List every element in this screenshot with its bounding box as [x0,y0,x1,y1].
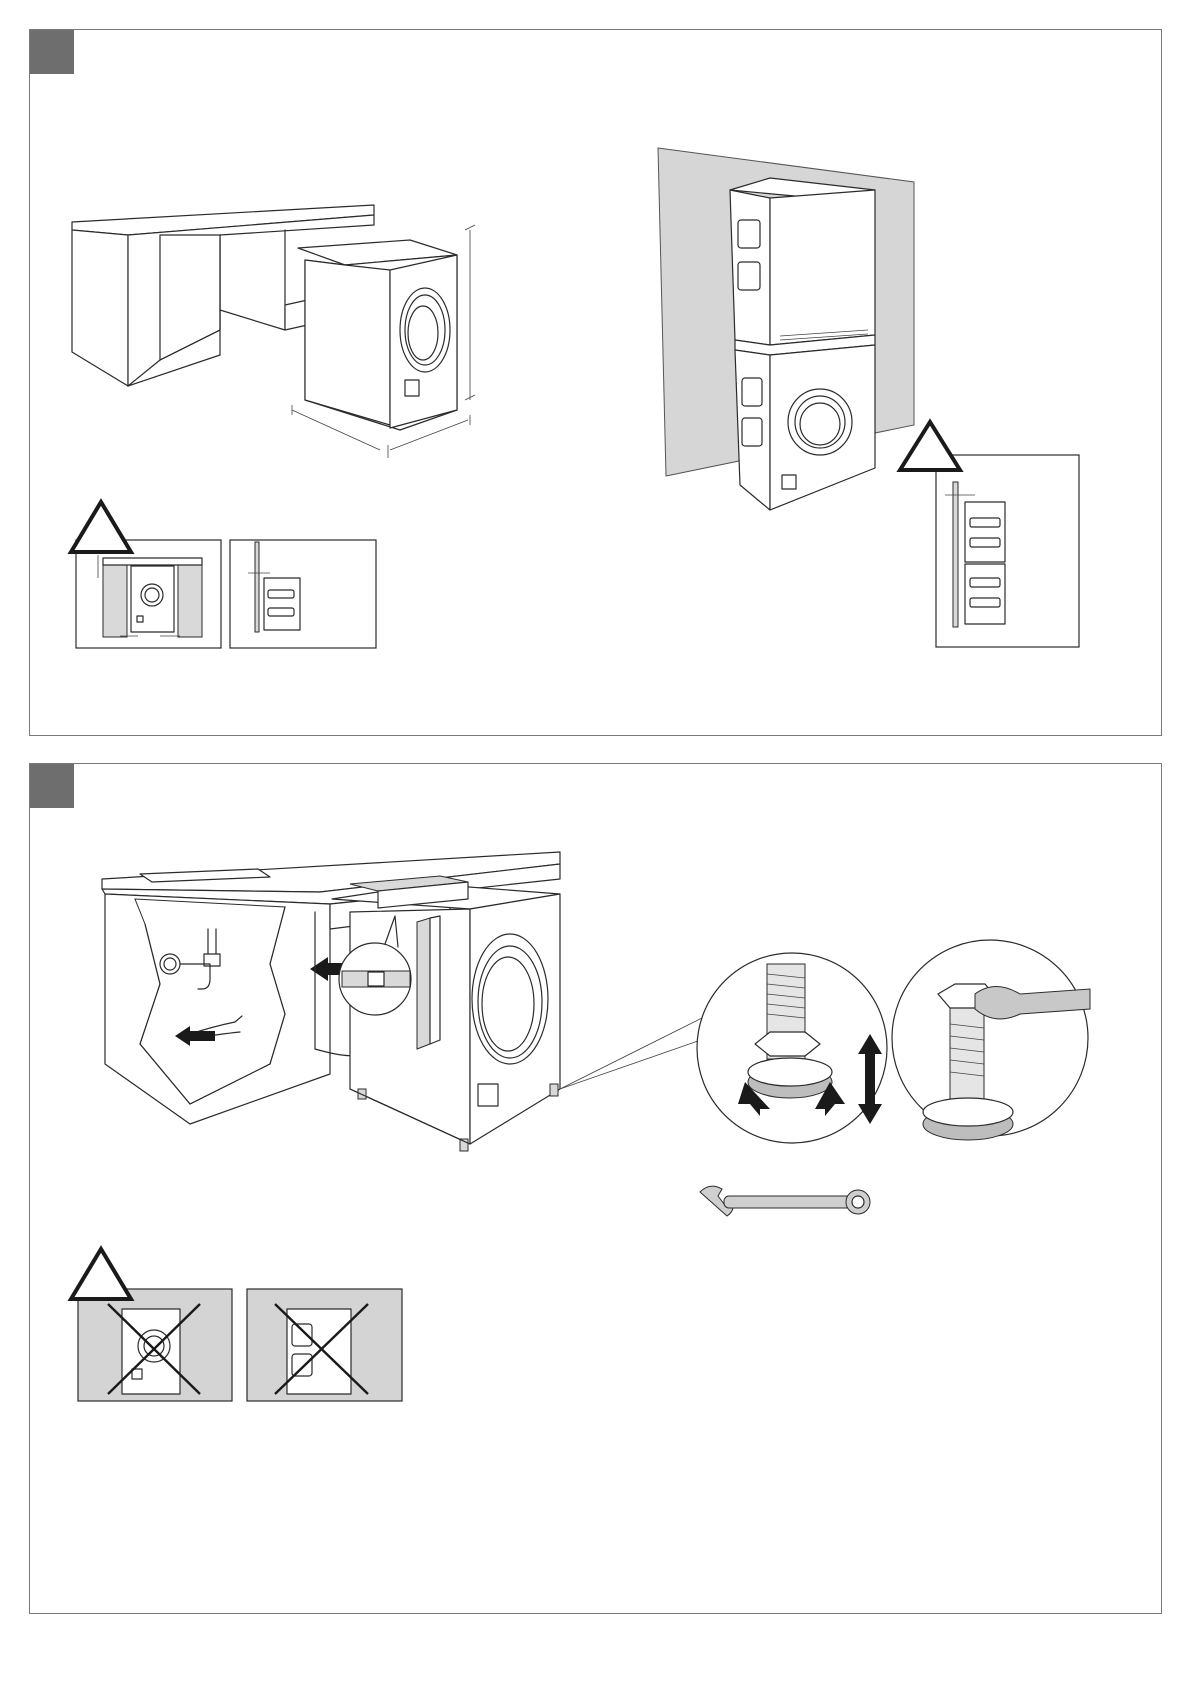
push-under-counter-with-level [102,852,560,1151]
installation-illustrations [30,764,1163,1615]
warning-triangle-icon [900,422,960,470]
warning-triangle-icon [71,1249,131,1299]
clearance-warning-stacked [936,455,1079,647]
clearance-warning-under-counter [76,540,221,648]
washer-beside-cabinet [292,225,475,458]
stacked-dryer-on-washer [658,148,914,510]
placement-illustrations [30,30,1163,737]
warning-triangle-icon [71,502,131,552]
wrench-icon [700,1186,870,1216]
installation-panel [29,763,1162,1614]
clearance-warning-beside-wall [230,540,376,648]
wrench-on-foot-detail [892,940,1090,1140]
no-tilt-warning [78,1289,402,1401]
adjustable-foot-detail [697,953,887,1143]
placement-panel [29,29,1162,736]
